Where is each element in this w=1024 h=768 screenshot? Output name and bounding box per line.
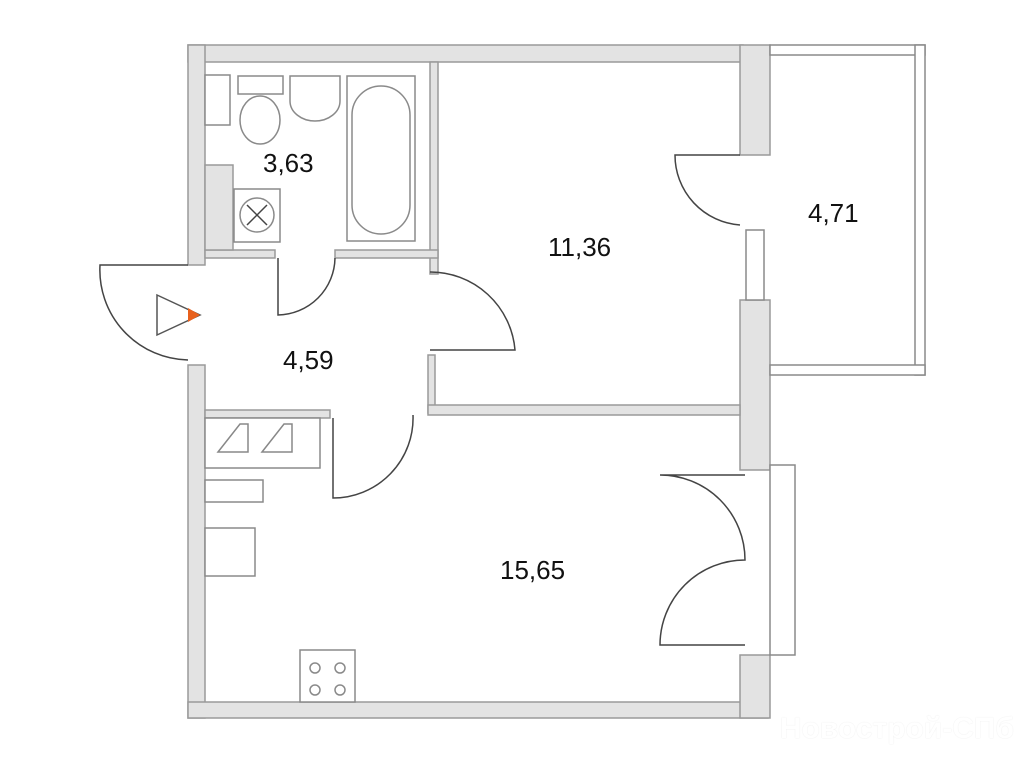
room-area-kitchen: 15,65 bbox=[500, 555, 566, 585]
room-area-balcony: 4,71 bbox=[808, 198, 859, 228]
room-area-bathroom: 3,63 bbox=[263, 148, 314, 178]
loggia-door bbox=[659, 474, 746, 646]
entrance-arrow-icon bbox=[188, 308, 200, 322]
entrance-marker-icon bbox=[156, 293, 202, 337]
boiler-icon bbox=[204, 74, 231, 126]
bedroom-door bbox=[429, 271, 516, 351]
room-area-bedroom: 11,36 bbox=[548, 232, 612, 262]
fixtures bbox=[204, 74, 416, 703]
watermark: Новострой-СПб bbox=[779, 712, 1014, 745]
room-area-hallway: 4,59 bbox=[283, 345, 334, 375]
meter-panel-icon bbox=[204, 479, 264, 503]
balcony-door bbox=[674, 154, 741, 226]
wardrobe-icon bbox=[204, 417, 321, 469]
stove-icon bbox=[299, 649, 356, 703]
kitchen-door bbox=[332, 414, 414, 499]
toilet-icon bbox=[239, 95, 281, 145]
entrance-door bbox=[99, 264, 189, 361]
sink-icon bbox=[289, 75, 341, 122]
walls bbox=[187, 44, 926, 719]
toilet-tank-icon bbox=[237, 75, 284, 95]
bathroom-door bbox=[277, 257, 336, 316]
kitchen-sink-icon bbox=[204, 527, 256, 577]
doors bbox=[99, 154, 746, 646]
